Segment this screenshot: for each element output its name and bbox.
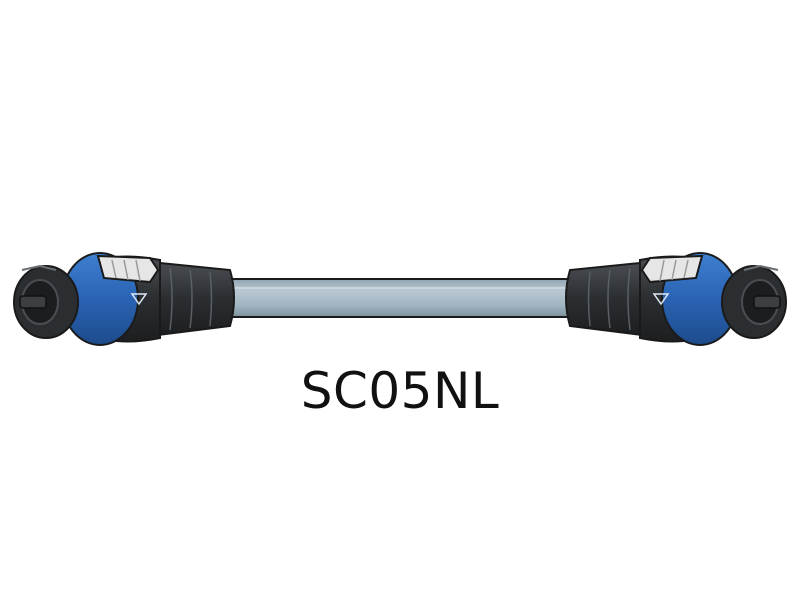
triangle-down-icon bbox=[130, 293, 148, 306]
left-connector bbox=[13, 252, 235, 346]
cable bbox=[224, 278, 576, 318]
model-label: SC05NL bbox=[300, 362, 500, 420]
triangle-down-icon bbox=[652, 293, 670, 306]
right-connector bbox=[565, 252, 787, 346]
